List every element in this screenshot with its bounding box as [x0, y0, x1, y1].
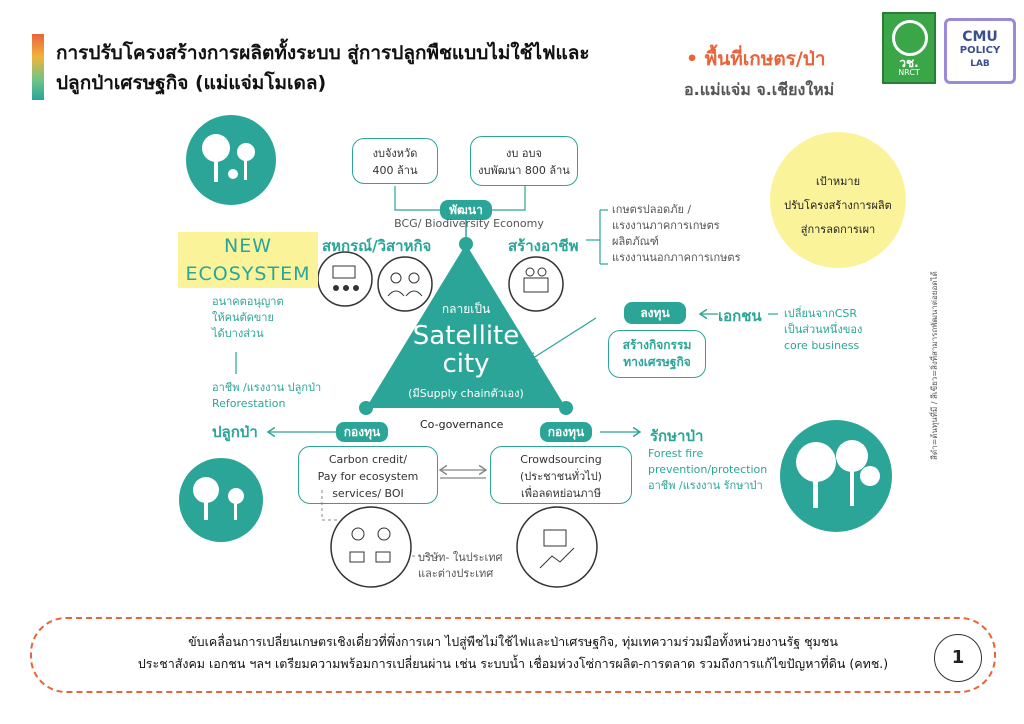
title-line-2: ปลูกป่าเศรษฐกิจ (แม่แจ่มโมเดล) — [56, 72, 327, 94]
nrct-logo-text: วช. — [899, 56, 919, 70]
private-sector-label: เอกชน — [718, 307, 762, 325]
supply-chain-label: (มีSupply chainตัวเอง) — [408, 387, 524, 400]
career-item: ผลิตภัณฑ์ — [612, 235, 659, 248]
nrct-logo: วช. NRCT — [882, 12, 936, 84]
csr-line2: เป็นส่วนหนึ่งของ — [784, 323, 863, 336]
satellite-triangle — [366, 244, 566, 408]
new-ecosystem-highlight — [178, 232, 318, 288]
cmu-policy-lab-logo: CMU POLICY LAB — [944, 18, 1016, 84]
career-item: เกษตรปลอดภัย / — [612, 203, 692, 216]
nrct-logo-sub: NRCT — [898, 68, 920, 77]
goal-line3: สู่การลดการเผา — [800, 223, 876, 236]
new-ecosystem-line1: NEW — [223, 235, 272, 257]
develop-pill: พัฒนา — [440, 200, 492, 220]
csr-note: เปลี่ยนจากCSR เป็นส่วนหนึ่งของ core busi… — [784, 306, 862, 354]
company-line2: และต่างประเทศ — [418, 567, 494, 580]
ecosystem-note3: ได้บางส่วน — [212, 327, 264, 340]
logo2-line2: POLICY — [959, 45, 1001, 56]
side-legend-note: สีดำ=ต้นทุนที่มี / สีเขียว=สิ่งที่สามารถ… — [930, 271, 939, 460]
fund-right-pill: กองทุน — [540, 422, 592, 442]
goal-line1: เป้าหมาย — [815, 175, 861, 188]
new-ecosystem-label: NEW ECOSYSTEM — [178, 232, 318, 288]
become-label: กลายเป็น — [441, 302, 491, 316]
protect-note: Forest fire prevention/protection อาชีพ … — [648, 446, 767, 494]
logo2-line1: CMU — [962, 29, 998, 45]
goal-line2: ปรับโครงสร้างการผลิต — [784, 199, 892, 212]
people-icon — [377, 256, 433, 312]
career-item: แรงงานภาคการเกษตร — [612, 219, 720, 232]
csr-line3: core business — [784, 339, 860, 352]
goal-circle — [770, 132, 906, 268]
csr-line1: เปลี่ยนจากCSR — [784, 307, 858, 320]
career-label: สร้างอาชีพ — [508, 237, 579, 255]
footer-line1: ขับเคลื่อนการเปลี่ยนเกษตรเชิงเดี่ยวที่พึ… — [188, 634, 838, 649]
cooperative-label: สหกรณ์/วิสาหกิจ — [322, 237, 432, 255]
cogovernance-label: Co-governance — [420, 418, 504, 431]
footer-line2: ประชาสังคม เอกชน ฯลฯ เตรียมความพร้อมการเ… — [137, 656, 889, 671]
tax-money-icon — [516, 506, 598, 588]
company-line1: บริษัท- ในประเทศ — [418, 551, 503, 564]
title-line-1: การปรับโครงสร้างการผลิตทั้งระบบ สู่การปล… — [56, 42, 590, 64]
new-ecosystem-line2: ECOSYSTEM — [185, 263, 311, 285]
area-label: • พื้นที่เกษตร/ป่า — [686, 48, 826, 70]
ecosystem-note1: อนาคตอนุญาต — [212, 295, 284, 308]
triangle-node-left — [359, 401, 373, 415]
carbon-credit-box: Carbon credit/ Pay for ecosystem service… — [298, 446, 438, 504]
ecosystem-note2: ให้คนตัดขาย — [212, 311, 274, 324]
page-number: 1 — [934, 634, 982, 682]
footer-box: ขับเคลื่อนการเปลี่ยนเกษตรเชิงเดี่ยวที่พึ… — [30, 617, 996, 693]
career-item: แรงงานนอกภาคการเกษตร — [612, 251, 741, 264]
protect-line1: Forest fire — [648, 447, 704, 460]
reforest-jobs: อาชีพ /แรงงาน ปลูกป่า — [212, 381, 322, 394]
title-color-bar — [32, 34, 44, 100]
reforest-note: อาชีพ /แรงงาน ปลูกป่า Reforestation — [212, 380, 321, 412]
protect-forest-label: รักษาป่า — [650, 427, 704, 445]
satellite-label: Satellite city — [396, 322, 536, 378]
company-note: บริษัท- ในประเทศ และต่างประเทศ — [418, 550, 503, 582]
career-list: เกษตรปลอดภัย / แรงงานภาคการเกษตร ผลิตภัณ… — [612, 202, 740, 266]
money-people-icon — [330, 506, 412, 588]
triangle-node-right — [559, 401, 573, 415]
logo2-line3: LAB — [970, 59, 990, 69]
nrct-emblem-icon — [892, 20, 928, 56]
protect-line3: อาชีพ /แรงงาน รักษาป่า — [648, 479, 763, 492]
budget-province-box: งบจังหวัด 400 ล้าน — [352, 138, 438, 184]
fund-left-pill: กองทุน — [336, 422, 388, 442]
satellite-line2: city — [442, 349, 490, 379]
trees-farmer-icon — [186, 115, 276, 205]
invest-pill: ลงทุน — [624, 302, 686, 324]
economic-activity-box: สร้างกิจกรรม ทางเศรษฐกิจ — [608, 330, 706, 378]
budget-local-box: งบ อบจ งบพัฒนา 800 ล้าน — [470, 136, 578, 186]
bcg-label: BCG/ Biodiversity Economy — [394, 217, 544, 230]
meeting-icon — [317, 251, 373, 307]
farm-market-icon — [508, 256, 564, 312]
trees-planting-icon — [179, 458, 263, 542]
page-title: การปรับโครงสร้างการผลิตทั้งระบบ สู่การปล… — [56, 38, 656, 98]
goal-text: เป้าหมาย ปรับโครงสร้างการผลิต สู่การลดกา… — [772, 170, 904, 242]
protect-line2: prevention/protection — [648, 463, 768, 476]
forest-fire-icon — [780, 420, 892, 532]
plant-forest-label: ปลูกป่า — [212, 423, 258, 441]
crowdsourcing-box: Crowdsourcing (ประชาชนทั่วไป) เพื่อลดหย่… — [490, 446, 632, 504]
location-label: อ.แม่แจ่ม จ.เชียงใหม่ — [684, 80, 835, 99]
satellite-line1: Satellite — [412, 321, 520, 351]
ecosystem-note: อนาคตอนุญาต ให้คนตัดขาย ได้บางส่วน — [212, 294, 284, 342]
reforestation-label: Reforestation — [212, 397, 286, 410]
